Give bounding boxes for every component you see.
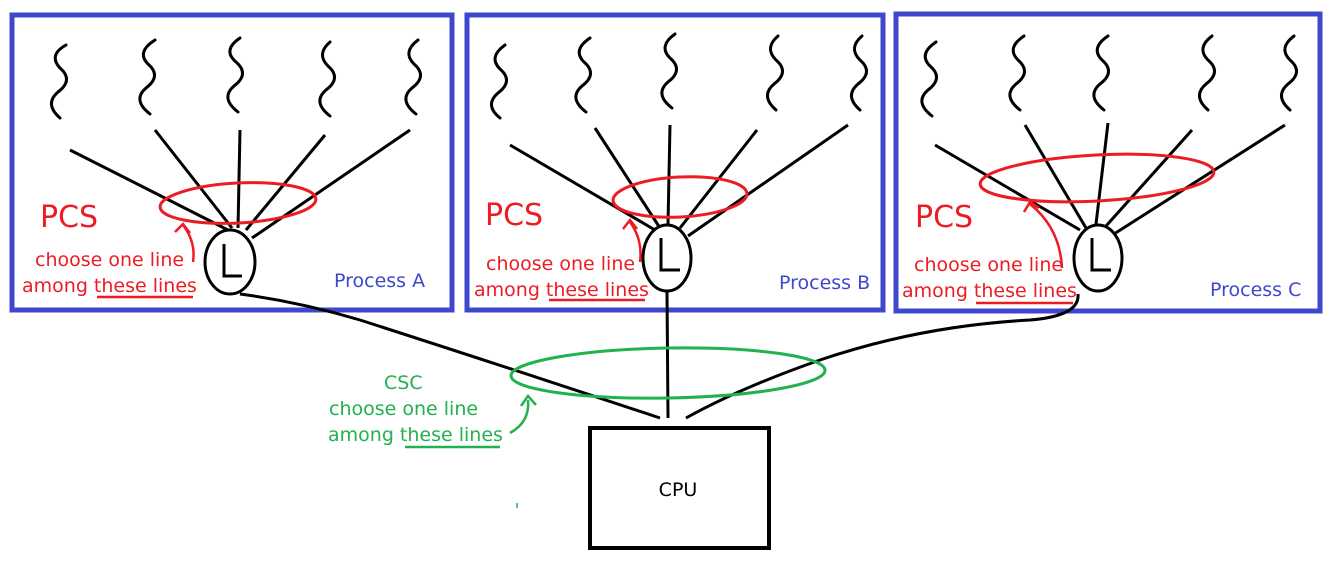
pcs-note-line2-prefix: among: [474, 279, 546, 301]
pcs-note-line1: choose one line: [486, 253, 635, 275]
cpu-block: CPU: [588, 426, 771, 550]
pcs-note-line1: choose one line: [914, 254, 1063, 276]
csc-arrow: [509, 393, 537, 435]
process-a-threads: [50, 36, 422, 120]
thread-squiggle: [50, 43, 68, 120]
svg-text:among these lines: among these lines: [328, 424, 503, 446]
process-a-to-cpu-line: [239, 292, 661, 420]
thread-squiggle: [574, 36, 592, 114]
scheduler-clock-icon: [203, 228, 257, 296]
pcs-selector-loop: [978, 152, 1216, 204]
pcs-note-line2-emphasis: these lines: [974, 280, 1077, 302]
csc-note-line2-prefix: among: [328, 424, 400, 446]
pcs-label: PCS: [40, 200, 98, 235]
process-c: Process C PCS choose one line among thes…: [893, 11, 1323, 314]
thread-squiggle: [1198, 34, 1216, 112]
process-a-lines: [69, 128, 411, 240]
process-label: Process C: [1210, 279, 1301, 301]
svg-text:among these lines: among these lines: [474, 279, 649, 301]
csc-annotation: CSC choose one line among these lines: [328, 346, 827, 508]
thread-squiggle: [766, 34, 784, 112]
process-label: Process A: [334, 270, 425, 292]
process-c-to-cpu-line: [685, 293, 1080, 420]
csc-note-line2-emphasis: these lines: [400, 424, 503, 446]
thread-squiggle: [138, 38, 157, 116]
csc-title: CSC: [384, 372, 423, 394]
pcs-selector-loop: [158, 181, 318, 225]
process-c-threads: [920, 34, 1298, 118]
process-c-box: [893, 11, 1323, 314]
process-a-box: [9, 12, 455, 313]
scheduler-clock-icon: [641, 223, 693, 293]
pcs-note-line2-prefix: among: [22, 275, 94, 297]
thread-squiggle: [850, 34, 868, 112]
process-c-lines: [934, 122, 1286, 236]
process-b-lines: [509, 123, 849, 238]
csc-note-line1: choose one line: [329, 398, 478, 420]
thread-squiggle: [660, 32, 678, 110]
cpu-connection-lines: [239, 292, 1080, 420]
pcs-note-line2-prefix: among: [902, 280, 974, 302]
pcs-note-line2-emphasis: these lines: [94, 275, 197, 297]
cpu-label: CPU: [659, 479, 698, 501]
csc-selector-loop: [509, 346, 827, 400]
thread-squiggle: [920, 40, 938, 118]
pcs-arrow: [1022, 200, 1064, 269]
pcs-arrow: [174, 222, 195, 263]
process-b: Process B PCS choose one line among thes…: [464, 12, 886, 419]
pcs-selector-loop: [611, 175, 749, 219]
thread-squiggle: [318, 40, 336, 118]
scheduler-clock-icon: [1072, 223, 1124, 293]
cpu-box: [588, 426, 771, 550]
thread-squiggle: [404, 38, 422, 116]
process-b-threads: [490, 32, 868, 120]
process-b-box: [464, 12, 886, 313]
thread-squiggle: [1092, 34, 1110, 112]
process-label: Process B: [779, 272, 870, 294]
thread-squiggle: [226, 36, 244, 114]
pcs-arrow: [622, 217, 642, 263]
pcs-label: PCS: [485, 198, 543, 233]
pcs-note-line2-emphasis: these lines: [546, 279, 649, 301]
svg-text:among these lines: among these lines: [22, 275, 197, 297]
pcs-note-line1: choose one line: [35, 249, 184, 271]
thread-squiggle: [490, 43, 508, 120]
thread-squiggle: [1008, 34, 1026, 112]
pcs-label: PCS: [915, 200, 973, 235]
thread-squiggle: [1280, 34, 1298, 112]
process-a: Process A PCS choose one line among thes…: [9, 12, 455, 313]
svg-text:among these lines: among these lines: [902, 280, 1077, 302]
